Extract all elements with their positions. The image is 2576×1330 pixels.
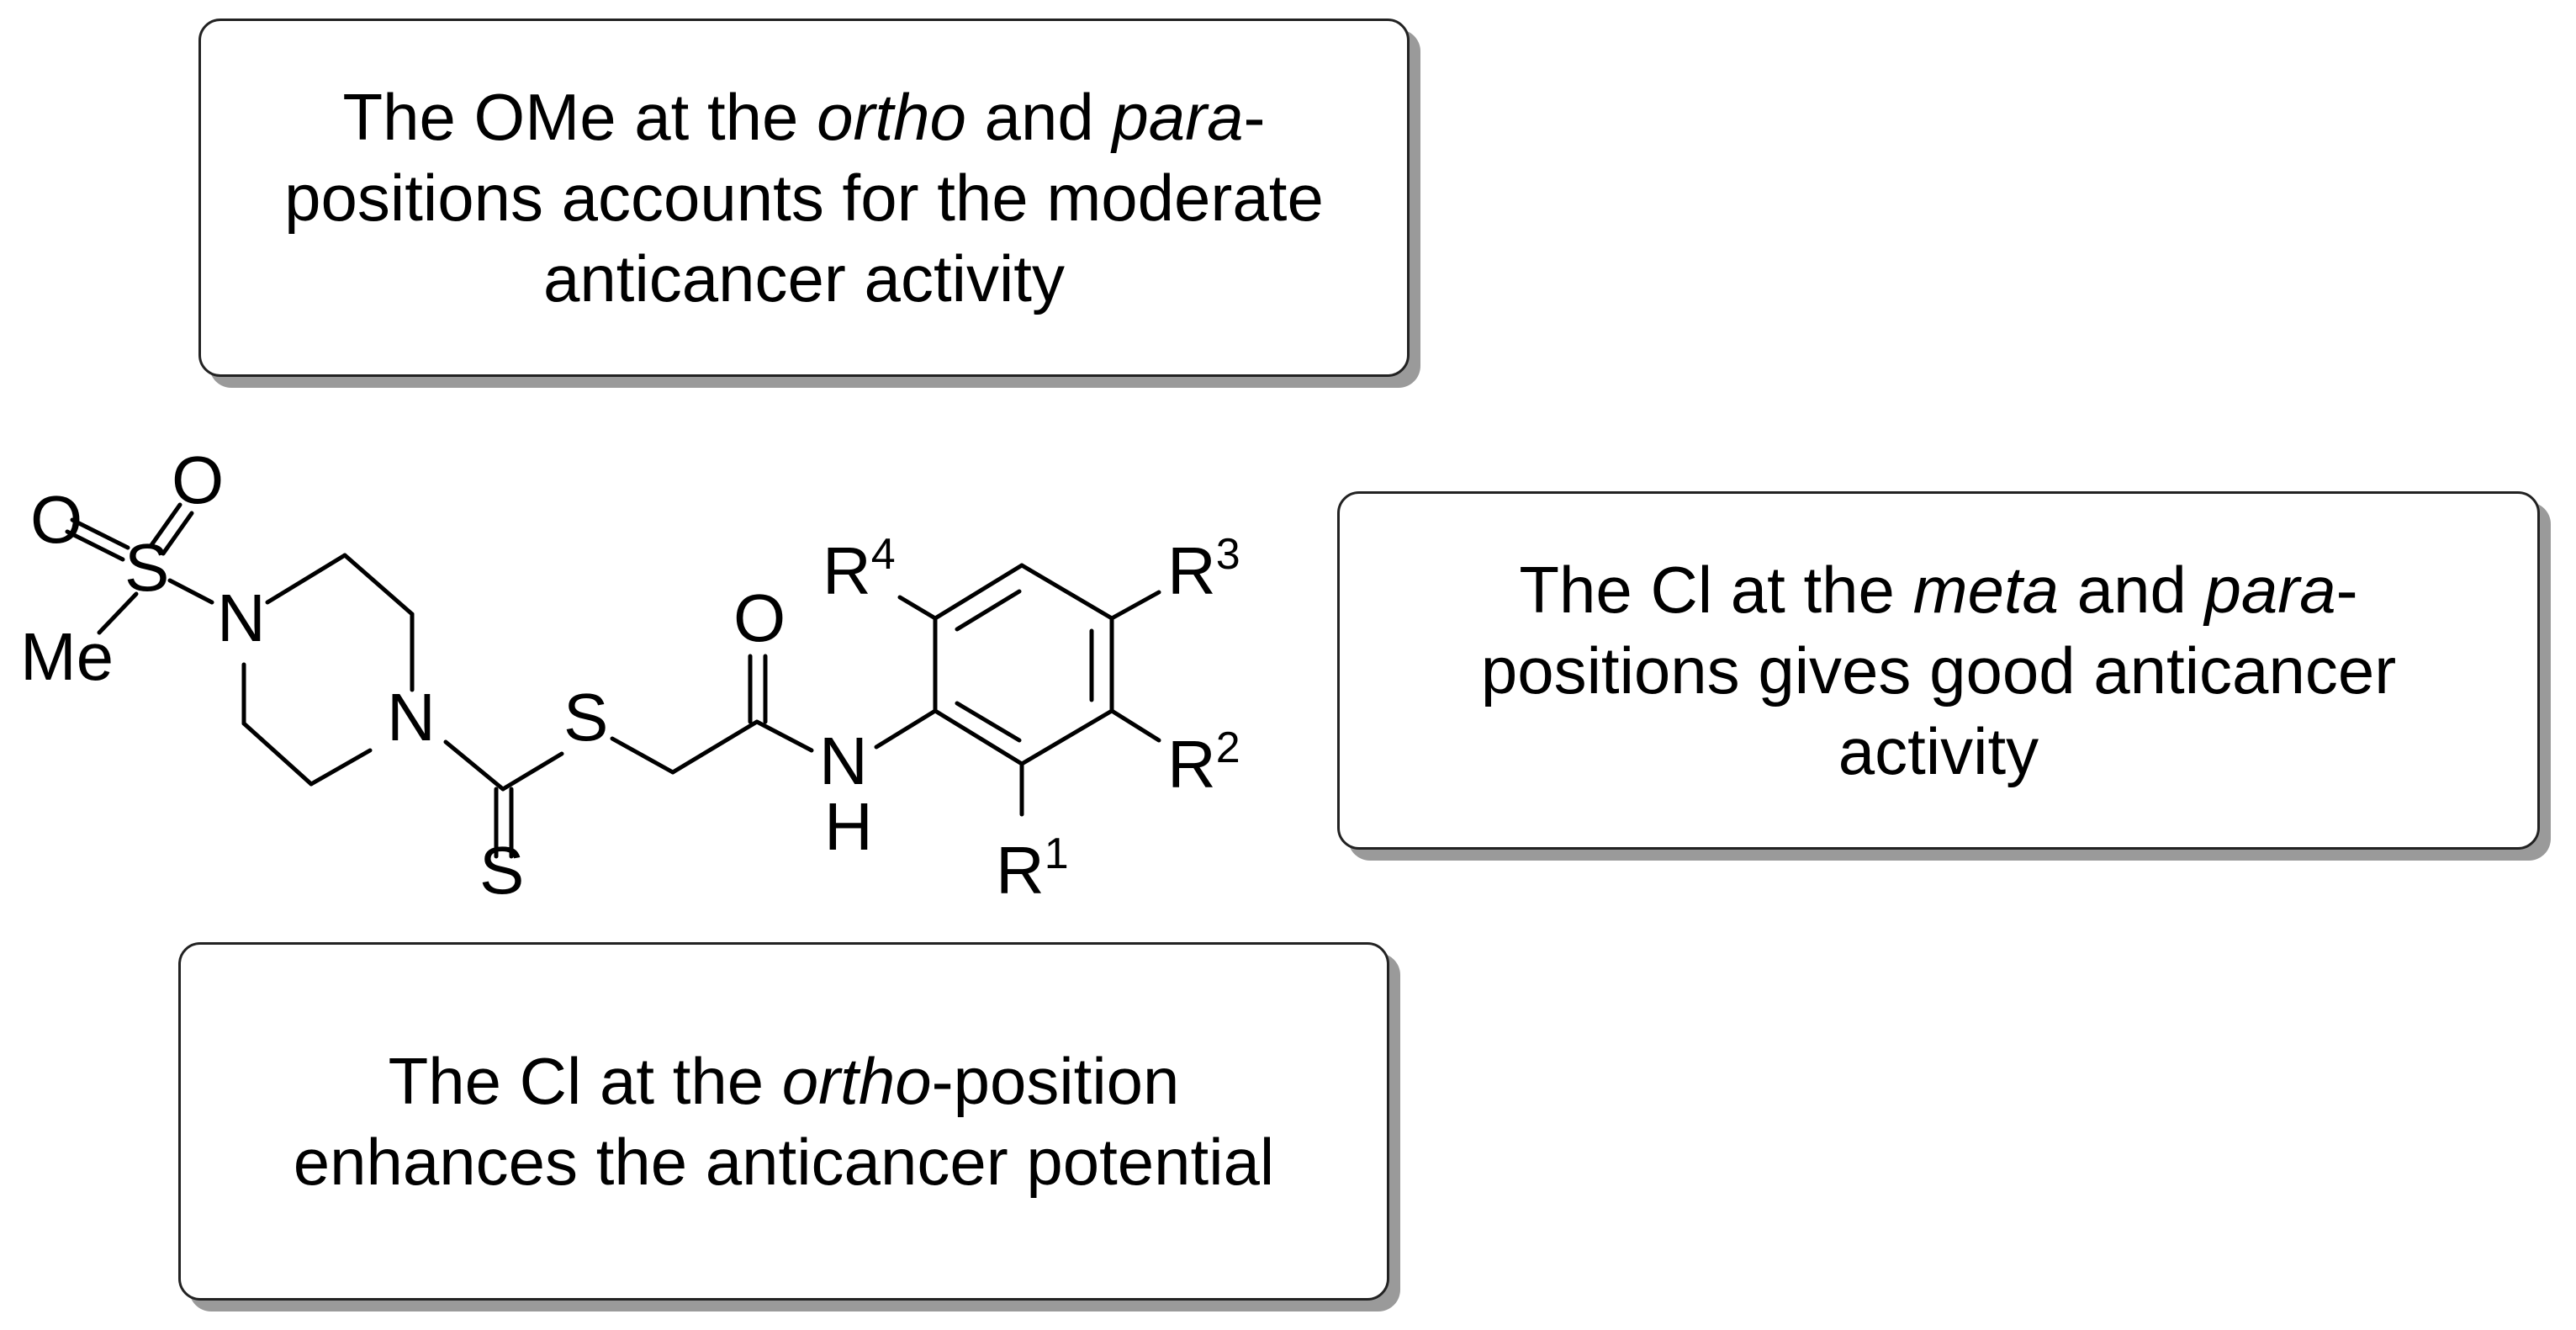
bond-ring (342, 553, 415, 617)
callout-line: The Cl at the meta and para- (1519, 553, 2358, 627)
bond-r4 (897, 595, 938, 621)
atom-s-thione: S (479, 833, 524, 908)
bond-n2-c (443, 739, 505, 792)
bond-r2 (1109, 708, 1161, 743)
atom-me: Me (20, 619, 114, 694)
bond-s-o1-double (70, 517, 130, 550)
callout-line: anticancer activity (543, 241, 1065, 315)
bond-r3 (1109, 590, 1161, 621)
bond-s-ch2 (610, 736, 675, 775)
callout-ortho-cl: The Cl at the ortho-position enhances th… (178, 942, 1389, 1301)
bond-aryl (933, 563, 1024, 621)
bond-s-me (97, 591, 139, 635)
bond-aryl-inner (955, 701, 1022, 743)
substituent-r4: R4 (823, 530, 896, 608)
atom-nh-n: N (819, 723, 868, 798)
substituent-r2: R2 (1167, 723, 1240, 802)
bond-ring (241, 721, 314, 787)
callout-text: The Cl at the meta and para- positions g… (1481, 549, 2396, 792)
bond-ch2-co (670, 719, 759, 775)
callout-line: The Cl at the ortho-position (388, 1044, 1180, 1118)
bond-s-o2-double (161, 511, 194, 556)
atom-n1: N (217, 580, 266, 655)
callout-meta-para-cl: The Cl at the meta and para- positions g… (1337, 491, 2540, 850)
bond-ring (309, 748, 373, 787)
callout-ortho-para-ome: The OMe at the ortho and para- positions… (198, 19, 1410, 377)
bonds (65, 502, 1161, 859)
bond-aryl-inner (955, 589, 1022, 632)
atom-n2: N (387, 680, 436, 755)
substituent-r1: R1 (996, 829, 1069, 908)
bond-aryl (1019, 708, 1114, 766)
bond-s-o2 (149, 502, 182, 548)
atom-o-carbonyl: O (733, 580, 785, 655)
bond-nh-aryl (874, 708, 938, 750)
callout-text: The OMe at the ortho and para- positions… (284, 77, 1324, 319)
callout-line: enhances the anticancer potential (293, 1125, 1275, 1199)
bond-ring (265, 553, 347, 605)
bond-aryl (1019, 563, 1114, 621)
callout-text: The Cl at the ortho-position enhances th… (294, 1041, 1275, 1202)
callout-line: positions gives good anticancer (1480, 633, 2397, 707)
callout-line: The OMe at the ortho and para- (342, 80, 1266, 154)
atom-nh-h: H (824, 789, 873, 864)
atom-s-thio: S (563, 680, 608, 755)
callout-line: positions accounts for the moderate (284, 161, 1324, 235)
bond-aryl (933, 708, 1024, 766)
bond-s-n1 (167, 578, 214, 605)
atom-o1: O (30, 482, 82, 557)
bond-c-nh (754, 719, 814, 753)
bond-c-s-thio (500, 751, 564, 792)
callout-line: activity (1838, 714, 2039, 788)
substituent-r3: R3 (1167, 530, 1240, 608)
atom-o2: O (172, 442, 224, 517)
bond-s-o1 (65, 529, 125, 562)
atom-s-sulfonyl: S (124, 530, 169, 605)
